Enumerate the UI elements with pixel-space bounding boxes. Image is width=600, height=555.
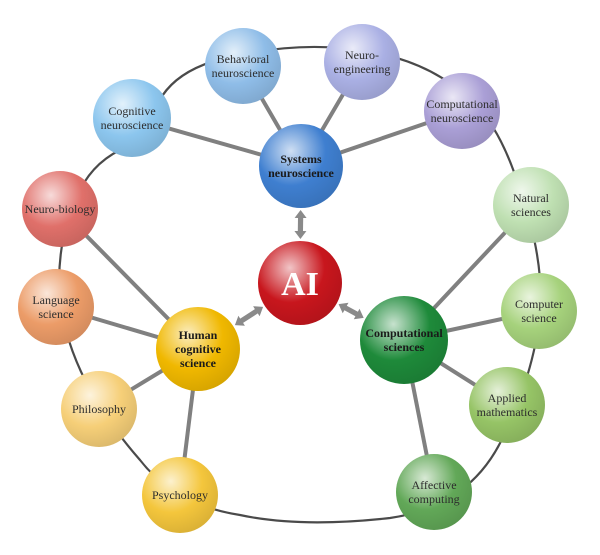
hub-systems-label-line: neuroscience: [268, 166, 334, 180]
node-neuroeng-label-line: Neuro-: [345, 48, 379, 62]
node-affective-label-line: computing: [408, 492, 459, 506]
hub-computational-circle: [360, 296, 448, 384]
node-neurobio-label-line: Neuro-biology: [25, 202, 96, 216]
node-neuroeng-label-line: engineering: [334, 62, 391, 76]
node-neuroeng-circle: [324, 24, 400, 100]
arrow-ai-computational: [338, 302, 364, 320]
node-affective-circle: [396, 454, 472, 530]
node-computer-label-line: science: [521, 311, 556, 325]
node-psychology-circle: [142, 457, 218, 533]
node-language-label-line: Language: [32, 293, 79, 307]
node-cognitive-circle: [93, 79, 171, 157]
node-behavioral-label-line: neuroscience: [212, 66, 275, 80]
node-compneuro-label-line: neuroscience: [431, 111, 494, 125]
node-cognitive-label-line: neuroscience: [101, 118, 164, 132]
center-ai-circle: [258, 241, 342, 325]
node-philosophy: Philosophy: [61, 371, 137, 447]
hub-human-label-line: Human: [179, 328, 218, 342]
node-behavioral-label-line: Behavioral: [217, 52, 270, 66]
node-neurobio-circle: [22, 171, 98, 247]
discipline-nodes: BehavioralneuroscienceNeuro-engineeringC…: [18, 24, 577, 533]
node-compneuro-circle: [424, 73, 500, 149]
arrow-ai-human: [234, 306, 264, 326]
hub-human-label-line: science: [180, 356, 217, 370]
node-philosophy-label-line: Philosophy: [72, 402, 126, 416]
hub-human-label-line: cognitive: [175, 342, 222, 356]
node-language-label-line: science: [38, 307, 73, 321]
node-natural-label-line: sciences: [511, 205, 551, 219]
hub-systems-circle: [259, 124, 343, 208]
node-compneuro-label-line: Computational: [426, 97, 498, 111]
center-ai-node: AI: [258, 241, 342, 325]
node-language-circle: [18, 269, 94, 345]
node-applied-circle: [469, 367, 545, 443]
node-applied-label-line: Applied: [488, 391, 527, 405]
hub-human-circle: [156, 307, 240, 391]
node-natural-circle: [493, 167, 569, 243]
arrow-ai-systems: [294, 210, 307, 239]
node-cognitive-label-line: Cognitive: [108, 104, 155, 118]
hub-computational-label-line: Computational: [365, 326, 443, 340]
node-computer-label-line: Computer: [515, 297, 563, 311]
node-neuroeng: Neuro-engineering: [324, 24, 400, 100]
node-psychology-label-line: Psychology: [152, 488, 208, 502]
node-neurobio: Neuro-biology: [22, 171, 98, 247]
node-behavioral-circle: [205, 28, 281, 104]
center-ai-label: AI: [281, 266, 319, 303]
node-psychology: Psychology: [142, 457, 218, 533]
node-affective-label-line: Affective: [411, 478, 456, 492]
node-natural-label-line: Natural: [513, 191, 550, 205]
hub-computational-label-line: sciences: [384, 340, 425, 354]
hub-systems-label-line: Systems: [280, 152, 322, 166]
bidirectional-arrows: [234, 210, 364, 326]
node-computer-circle: [501, 273, 577, 349]
node-philosophy-circle: [61, 371, 137, 447]
node-applied-label-line: mathematics: [477, 405, 538, 419]
